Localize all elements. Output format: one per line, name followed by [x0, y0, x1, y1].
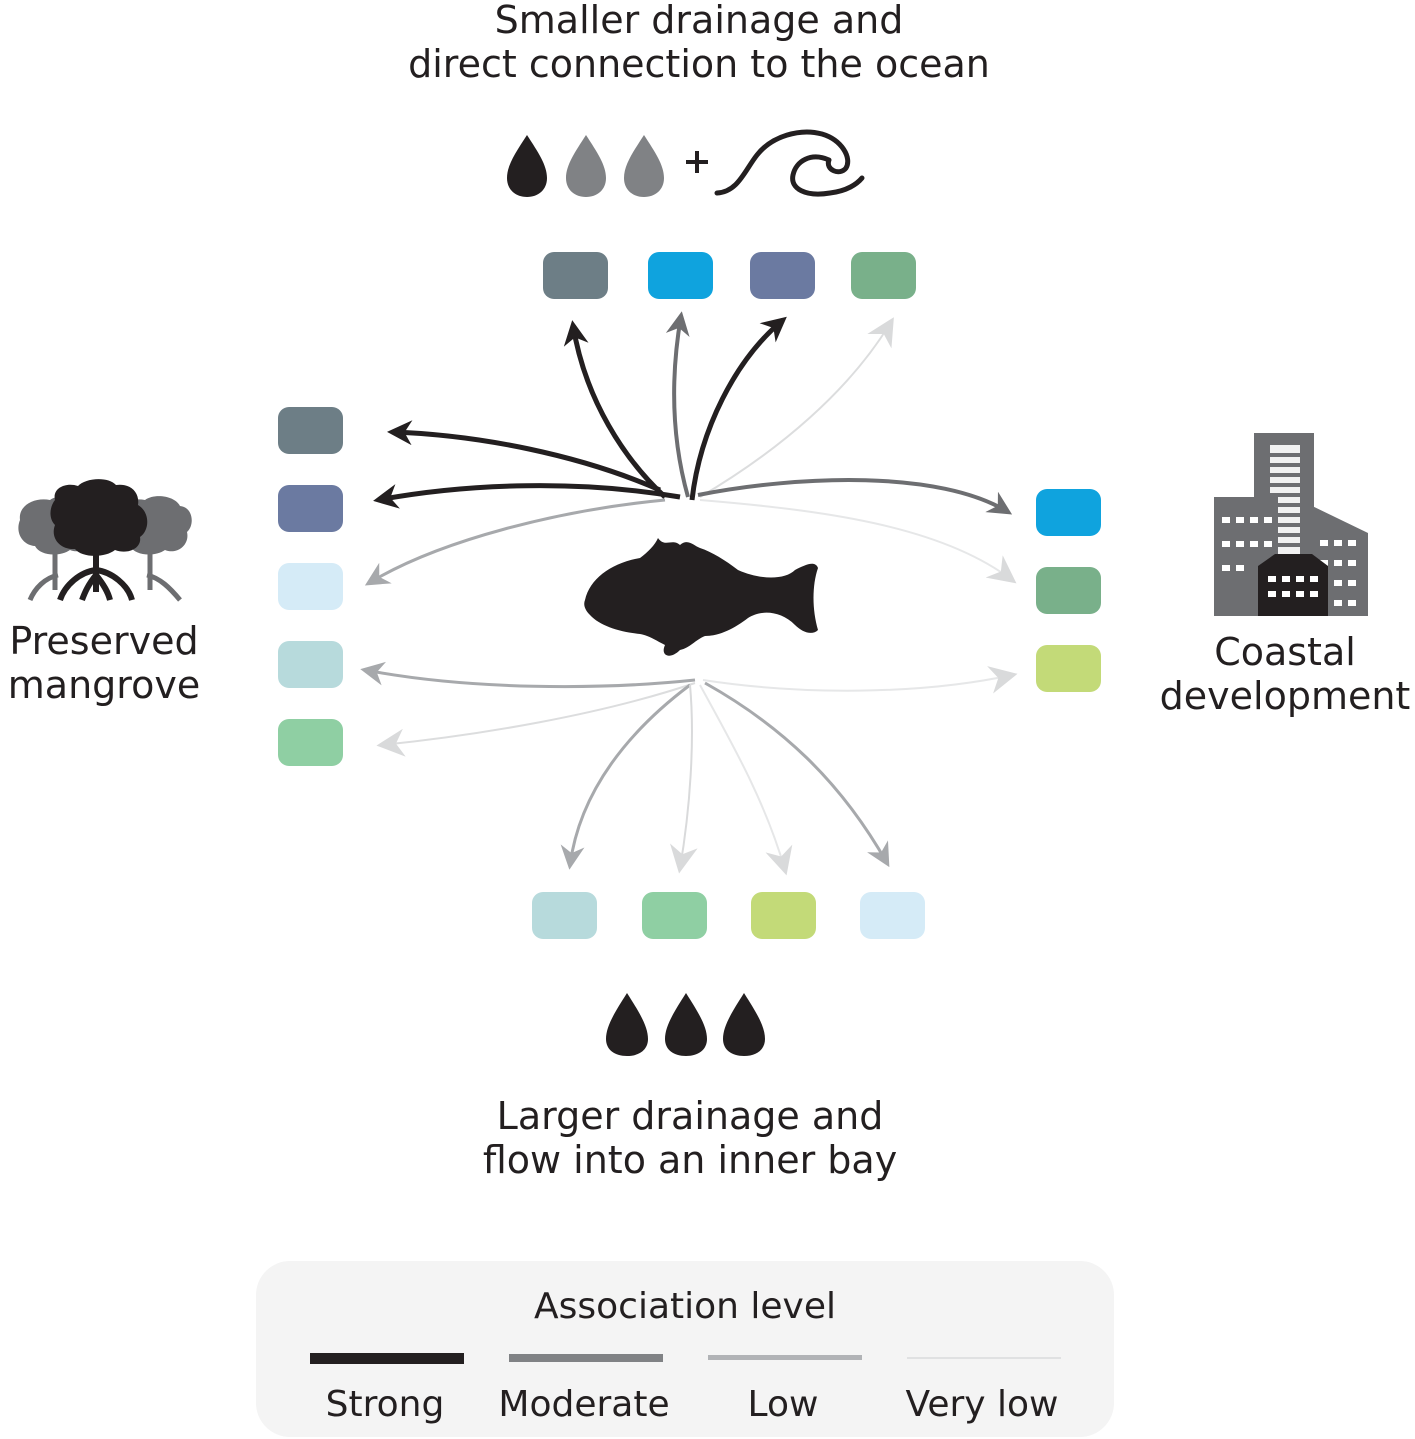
arrow-top-slate [563, 320, 667, 499]
legend-item-very-low: Very low [882, 1261, 1082, 1437]
legend-label-moderate: Moderate [498, 1384, 670, 1425]
left-box-slate [278, 407, 343, 454]
drop-icon [624, 135, 664, 197]
arrow-bottom-pale-blue [704, 681, 890, 868]
left-box-light-teal [278, 641, 343, 688]
city-buildings-icon [1214, 433, 1368, 616]
legend-item-strong: Strong [285, 1261, 485, 1437]
drop-icon [665, 993, 707, 1056]
fish-icon [584, 538, 818, 656]
drop-icon [507, 135, 547, 197]
arrow-left-pale-blue [364, 498, 666, 586]
legend-line-low [708, 1355, 862, 1360]
habitat-boxes [278, 252, 1101, 939]
left-box-mint [278, 719, 343, 766]
top-habitat-label: Smaller drainage and direct connection t… [307, 0, 1091, 86]
arrow-left-mint [376, 682, 696, 757]
bottom-habitat-label: Larger drainage and flow into an inner b… [380, 1094, 1000, 1182]
association-arrows [360, 311, 1018, 876]
top-label-line-2: direct connection to the ocean [408, 42, 990, 86]
bottom-box-pale-blue [860, 892, 925, 939]
left-label-line-1: Preserved [9, 619, 199, 663]
drop-icon [723, 993, 765, 1056]
left-label-line-2: mangrove [7, 663, 201, 707]
bottom-box-light-teal [532, 892, 597, 939]
drop-icon [566, 135, 606, 197]
legend-title: Association level [533, 1286, 837, 1327]
bottom-drainage-icons [606, 993, 765, 1056]
top-label-line-1: Smaller drainage and [494, 0, 904, 42]
right-box-lime [1036, 645, 1101, 692]
arrow-left-periwinkle [373, 483, 681, 509]
legend-line-very-low [907, 1357, 1061, 1359]
right-label-line-2: development [1159, 674, 1411, 718]
legend-label-low: Low [747, 1384, 819, 1425]
right-habitat-label: Coastal development [1140, 630, 1415, 718]
arrow-bottom-mint [670, 684, 698, 874]
right-label-line-1: Coastal [1214, 630, 1356, 674]
top-box-green [851, 252, 916, 299]
arrow-right-bright-blue [697, 478, 1013, 515]
arrow-left-slate [387, 420, 662, 493]
arrow-top-bright-blue [665, 311, 690, 498]
arrow-left-light-teal [360, 661, 696, 689]
arrow-bottom-lime [699, 684, 793, 876]
plus-icon [686, 151, 708, 173]
left-habitat-label: Preserved mangrove [0, 619, 220, 707]
arrow-top-green [699, 317, 894, 498]
legend-item-moderate: Moderate [484, 1261, 684, 1437]
legend-label-strong: Strong [325, 1384, 445, 1425]
left-box-periwinkle [278, 485, 343, 532]
top-drainage-icons [507, 129, 865, 197]
top-box-bright-blue [648, 252, 713, 299]
association-legend: Association level Strong Moderate Low Ve… [256, 1261, 1114, 1437]
arrow-right-green [699, 499, 1017, 584]
right-box-green [1036, 567, 1101, 614]
bottom-label-line-1: Larger drainage and [496, 1094, 884, 1138]
legend-item-low: Low [683, 1261, 883, 1437]
mangrove-trees-icon [18, 479, 192, 602]
drop-icon [606, 993, 648, 1056]
arrow-bottom-light-teal [560, 683, 691, 870]
left-box-pale-blue [278, 563, 343, 610]
legend-line-moderate [509, 1354, 663, 1362]
top-box-periwinkle [750, 252, 815, 299]
arrow-right-lime [702, 666, 1018, 694]
wave-icon [714, 129, 865, 197]
right-box-bright-blue [1036, 489, 1101, 536]
arrow-top-periwinkle [689, 316, 787, 501]
bottom-box-lime [751, 892, 816, 939]
top-box-slate [543, 252, 608, 299]
bottom-label-line-2: flow into an inner bay [482, 1138, 898, 1182]
legend-label-very-low: Very low [905, 1384, 1059, 1425]
bottom-box-mint [642, 892, 707, 939]
legend-line-strong [310, 1353, 464, 1364]
